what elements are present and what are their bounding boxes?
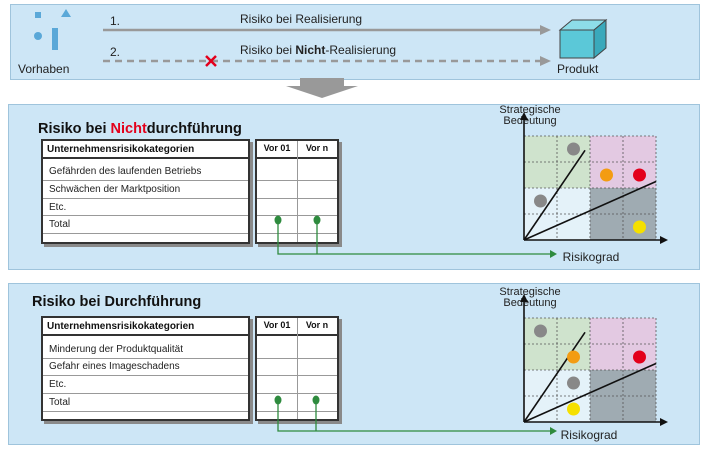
table-header-2: Unternehmensrisikokategorien xyxy=(47,321,195,332)
section-title-2: Risiko bei Durchführung xyxy=(32,294,201,310)
boundary-line-flat xyxy=(523,362,657,423)
total-marker-1-1 xyxy=(274,215,282,225)
total-marker-1-2 xyxy=(313,215,321,225)
start-icon xyxy=(34,9,71,50)
path2-label-prefix: Risiko bei xyxy=(240,43,296,57)
table-row-1-4: Total xyxy=(49,219,71,230)
y-axis-arrowhead xyxy=(520,112,528,120)
x-axis-arrowhead xyxy=(660,236,668,244)
table-row-2-2: Gefahr eines Imageschadens xyxy=(49,361,180,372)
path1-arrowhead xyxy=(540,25,551,35)
section-title-1: Risiko bei Nichtdurchführung xyxy=(38,121,242,137)
path2-number: 2. xyxy=(110,45,121,59)
start-label: Vorhaben xyxy=(18,62,70,76)
table-row-2-3: Etc. xyxy=(49,379,67,390)
table-header-1: Unternehmensrisikokategorien xyxy=(47,144,195,155)
col-header-1-2: Vor n xyxy=(305,143,329,153)
value-columns-1: Vor 01 Vor n xyxy=(255,139,339,244)
down-arrow-icon xyxy=(286,78,358,98)
path1-label: Risiko bei Realisierung xyxy=(240,12,363,26)
y-axis-title-2: Strategische Bedeutung xyxy=(490,287,570,309)
section-title-1-prefix: Risiko bei xyxy=(38,121,111,137)
path2-label-suffix: -Realisierung xyxy=(325,43,397,57)
table-row-2-1: Minderung der Produktqualität xyxy=(49,344,183,355)
col-header-2-1: Vor 01 xyxy=(263,320,291,330)
start-circle-shape xyxy=(34,32,42,40)
path2-label-bold: Nicht xyxy=(295,43,326,57)
risk-category-table-1: Unternehmensrisikokategorien Gefährden d… xyxy=(41,139,250,244)
risk-dot-1-5 xyxy=(633,220,646,234)
table-row-1-2: Schwächen der Marktposition xyxy=(49,184,181,195)
boundary-line-steep xyxy=(523,149,586,241)
y-axis-title-2-line-2: Bedeutung xyxy=(503,297,557,309)
product-cube-icon xyxy=(558,18,608,60)
table-row-1-1: Gefährden des laufenden Betriebs xyxy=(49,166,202,177)
risk-dot-1-3 xyxy=(633,168,646,182)
start-bar-shape xyxy=(52,28,58,50)
x-axis-title-2: Risikograd xyxy=(560,428,618,442)
section-title-2-prefix: Risiko bei xyxy=(32,294,105,310)
total-marker-2-2 xyxy=(312,395,320,405)
flow-arrows xyxy=(103,18,608,98)
boundary-line-flat xyxy=(523,180,657,241)
value-columns-2: Vor 01 Vor n xyxy=(255,316,339,421)
x-axis-title-1: Risikograd xyxy=(562,250,620,264)
section-title-2-suffix: Durchführung xyxy=(104,294,202,310)
cross-icon xyxy=(205,55,217,67)
start-triangle-shape xyxy=(61,9,71,17)
col-header-2-2: Vor n xyxy=(305,320,329,330)
table-row-1-3: Etc. xyxy=(49,202,67,213)
path2-label: Risiko bei Nicht-Realisierung xyxy=(240,43,396,57)
risk-dot-2-5 xyxy=(567,402,580,416)
y-axis-title-1-line-2: Bedeutung xyxy=(503,115,557,127)
connector-lines-2 xyxy=(277,400,550,432)
y-axis-title-1-line-1: Strategische xyxy=(499,104,561,116)
col-header-1-1: Vor 01 xyxy=(263,143,291,153)
x-axis-arrowhead xyxy=(660,418,668,426)
risk-dot-2-3 xyxy=(633,350,646,364)
risk-dot-2-1 xyxy=(534,324,547,338)
risk-dot-1-1 xyxy=(567,142,580,156)
y-axis-arrowhead xyxy=(520,294,528,302)
path1-number: 1. xyxy=(110,14,121,28)
y-axis-title-1: Strategische Bedeutung xyxy=(490,105,570,127)
start-square-shape xyxy=(35,12,41,18)
boundary-line-steep xyxy=(523,331,586,423)
risk-category-table-2: Unternehmensrisikokategorien Minderung d… xyxy=(41,316,250,421)
connector-lines-1 xyxy=(277,221,550,255)
section-title-1-suffix: durchführung xyxy=(146,121,242,137)
total-marker-2-1 xyxy=(274,395,282,405)
connector-arrowhead-1 xyxy=(550,250,557,258)
y-axis-title-2-line-1: Strategische xyxy=(499,286,561,298)
table-row-2-4: Total xyxy=(49,397,71,408)
risk-dot-2-2 xyxy=(567,350,580,364)
risk-dot-1-2 xyxy=(600,168,613,182)
end-label: Produkt xyxy=(557,62,599,76)
path2-arrowhead xyxy=(540,56,551,66)
risk-dot-1-4 xyxy=(534,194,547,208)
section-title-1-highlight: Nicht xyxy=(110,121,147,137)
risk-dot-2-4 xyxy=(567,376,580,390)
connector-arrowhead-2 xyxy=(550,427,557,435)
